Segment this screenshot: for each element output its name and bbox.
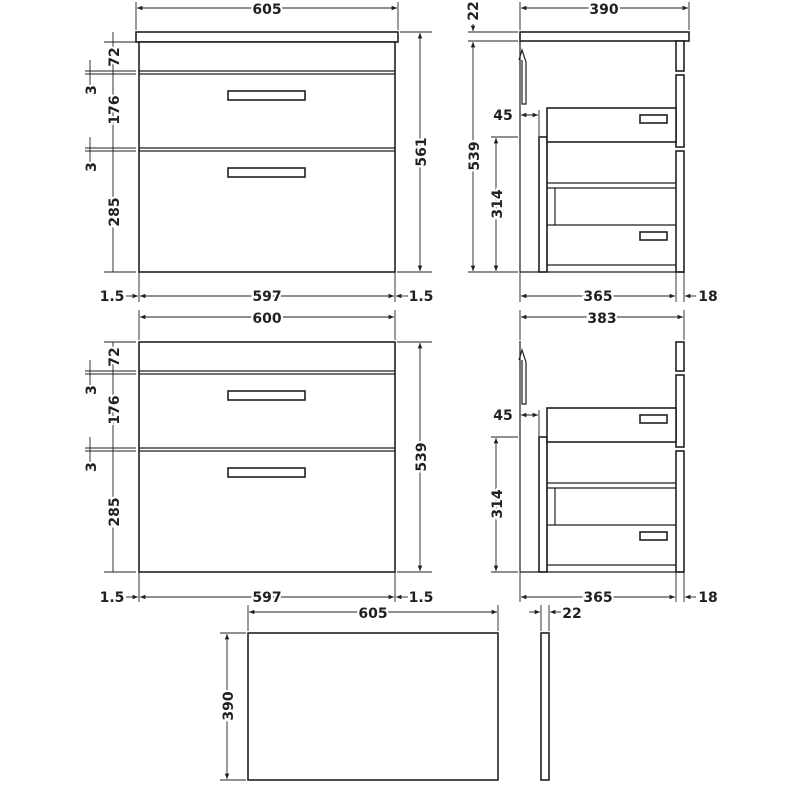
dim-left-offset: 1.5 [100,590,125,606]
dim-worktop-depth: 390 [221,691,237,720]
cabinet-body [138,341,396,573]
worktop-plan-view: 605 390 22 [219,604,584,781]
dim-body-width: 597 [252,289,281,305]
dim-drawer-height: 314 [490,489,506,518]
dim-top-rail: 72 [107,47,123,66]
dim-overall-height: 539 [414,442,430,471]
dim-overall-height: 561 [414,137,430,166]
wall-bracket [518,348,527,405]
dim-worktop-thickness: 22 [466,1,482,20]
dim-drawer-height: 314 [490,189,506,218]
top-front-view: 605 561 72 3 176 3 285 1.5 597 1.5 [82,0,435,307]
dim-overall-width: 605 [252,2,281,18]
dim-front-thickness: 18 [698,289,717,305]
dim-drawer-1: 176 [107,95,123,124]
upper-drawer-box [546,107,677,143]
top-side-view: 390 22 539 314 45 365 18 [464,0,720,307]
worktop-edge [540,632,550,781]
dim-body-width: 597 [252,590,281,606]
dim-wall-gap: 45 [493,108,512,124]
worktop-plan [247,632,499,781]
bottom-front-view: 600 539 72 3 176 3 285 1.5 597 1.5 [82,309,435,608]
dim-gap-2: 3 [84,162,100,172]
dim-wall-gap: 45 [493,408,512,424]
dim-body-height: 539 [467,141,483,170]
dim-overall-depth: 383 [587,311,616,327]
dim-worktop-thickness: 22 [562,606,581,622]
upper-drawer-box [546,407,677,443]
drawer-handle [639,114,668,124]
dim-top-rail: 72 [107,347,123,366]
dim-overall-width: 600 [252,311,281,327]
dim-right-offset: 1.5 [409,289,434,305]
drawer-handle [639,414,668,424]
drawer-handle [639,531,668,541]
dim-gap-2: 3 [84,462,100,472]
dim-drawer-2: 285 [107,497,123,526]
wall-bracket [518,48,527,105]
worktop [135,31,399,43]
drawer-handle [227,390,306,401]
dim-front-thickness: 18 [698,590,717,606]
drawer-handle [227,90,306,101]
drawer-handle [639,231,668,241]
dim-drawer-1: 176 [107,395,123,424]
dim-body-depth: 365 [583,590,612,606]
dim-body-depth: 365 [583,289,612,305]
dim-overall-depth: 390 [589,2,618,18]
back-panel [538,436,548,573]
dim-right-offset: 1.5 [409,590,434,606]
cabinet-body [138,41,396,273]
worktop [519,31,690,42]
drawer-handle [227,467,306,478]
bottom-side-view: 383 314 45 365 18 [488,309,720,608]
dim-gap-1: 3 [84,85,100,95]
dim-gap-1: 3 [84,385,100,395]
dim-drawer-2: 285 [107,197,123,226]
drawer-handle [227,167,306,178]
back-panel [538,136,548,273]
dim-worktop-width: 605 [358,606,387,622]
dim-left-offset: 1.5 [100,289,125,305]
